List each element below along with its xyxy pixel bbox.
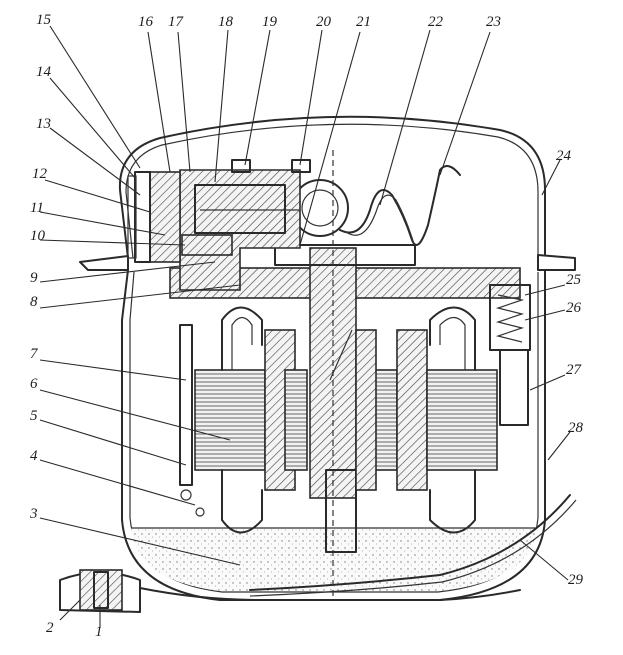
- label-15: 15: [36, 12, 52, 28]
- housing-upper-dome: [118, 115, 546, 259]
- suction-pipe-inner: [249, 499, 577, 597]
- label-27: 27: [566, 362, 583, 378]
- label-11: 11: [30, 200, 44, 216]
- cylinder-bore: [194, 184, 286, 234]
- label-13: 13: [36, 116, 51, 132]
- housing-flange: [79, 255, 129, 271]
- base-plate: [139, 587, 521, 601]
- winding-left-top: [221, 306, 263, 371]
- label-7: 7: [30, 346, 39, 362]
- label-2: 2: [46, 620, 54, 636]
- spring-bolt-2: [195, 507, 205, 517]
- cylinder-head: [134, 171, 151, 263]
- valve-gasket: [127, 175, 137, 259]
- top-bolt: [231, 159, 251, 173]
- spring-guide: [499, 349, 529, 426]
- winding-right-bottom: [429, 469, 476, 534]
- eccentric-inner: [301, 189, 339, 227]
- label-12: 12: [32, 166, 48, 182]
- housing-lower-shell: [121, 269, 546, 601]
- label-1: 1: [95, 624, 103, 640]
- label-26: 26: [566, 300, 582, 316]
- crankshaft-oil-channel: [329, 329, 353, 381]
- stator-left: [194, 369, 266, 471]
- crankshaft-lower: [325, 469, 357, 553]
- spring-bolt: [180, 489, 192, 501]
- rotor-left: [284, 369, 308, 471]
- label-6: 6: [30, 376, 38, 392]
- label-28: 28: [568, 420, 584, 436]
- rotor-core-right: [355, 329, 377, 491]
- label-8: 8: [30, 294, 38, 310]
- suction-muffler: [181, 234, 233, 256]
- label-29: 29: [568, 572, 584, 588]
- leader-lines: [39, 25, 571, 628]
- stator-right-core: [396, 329, 428, 491]
- winding-right-top: [429, 306, 476, 371]
- label-18: 18: [218, 14, 234, 30]
- label-22: 22: [428, 14, 444, 30]
- label-5: 5: [30, 408, 38, 424]
- label-14: 14: [36, 64, 52, 80]
- label-17: 17: [168, 14, 185, 30]
- label-21: 21: [356, 14, 371, 30]
- support-rod: [179, 324, 193, 486]
- label-16: 16: [138, 14, 154, 30]
- foot-bolt: [93, 571, 109, 609]
- housing-upper-dome-inner: [125, 123, 539, 259]
- label-4: 4: [30, 448, 38, 464]
- valve-plate: [149, 171, 181, 263]
- stator-right: [426, 369, 498, 471]
- label-23: 23: [486, 14, 501, 30]
- suction-pipe: [249, 494, 571, 591]
- label-3: 3: [29, 506, 38, 522]
- winding-left-bottom: [221, 469, 263, 534]
- discharge-tube-inner: [345, 194, 415, 245]
- part-labels: 15 16 17 18 19 20 21 22 23 14 13 12 11 1…: [29, 12, 584, 640]
- label-25: 25: [566, 272, 582, 288]
- rotor-right: [374, 369, 398, 471]
- winding-left-top-inner: [231, 316, 253, 370]
- housing-flange-right: [537, 254, 576, 271]
- cylinder-block: [179, 169, 301, 291]
- winding-right-top-inner: [439, 316, 466, 370]
- suspension-spring: [495, 294, 525, 343]
- discharge-tube: [339, 165, 461, 246]
- crank-plate: [274, 244, 416, 266]
- label-10: 10: [30, 228, 46, 244]
- oil-sump: [131, 528, 537, 591]
- label-20: 20: [316, 14, 332, 30]
- crankshaft: [309, 247, 357, 499]
- label-19: 19: [262, 14, 278, 30]
- foot-grommet: [79, 569, 123, 611]
- label-24: 24: [556, 148, 572, 164]
- label-9: 9: [30, 270, 38, 286]
